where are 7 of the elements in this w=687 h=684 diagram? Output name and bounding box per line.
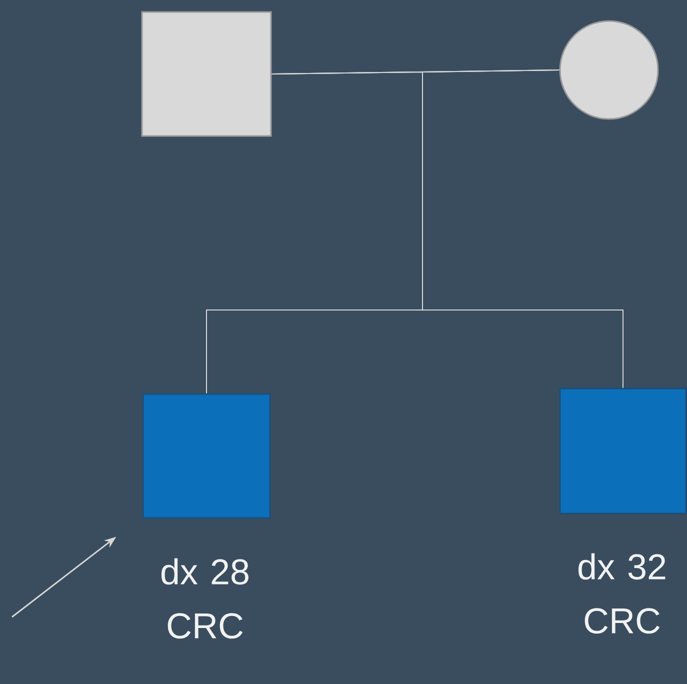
affected-male-square (559, 388, 687, 514)
female-circle (559, 20, 659, 120)
caption-text: dx 32 CRC (578, 553, 666, 634)
connector-line (422, 70, 624, 388)
caption-text: dx 28 CRC (161, 558, 248, 639)
affected-male-square (142, 393, 271, 519)
male-square (141, 11, 272, 137)
